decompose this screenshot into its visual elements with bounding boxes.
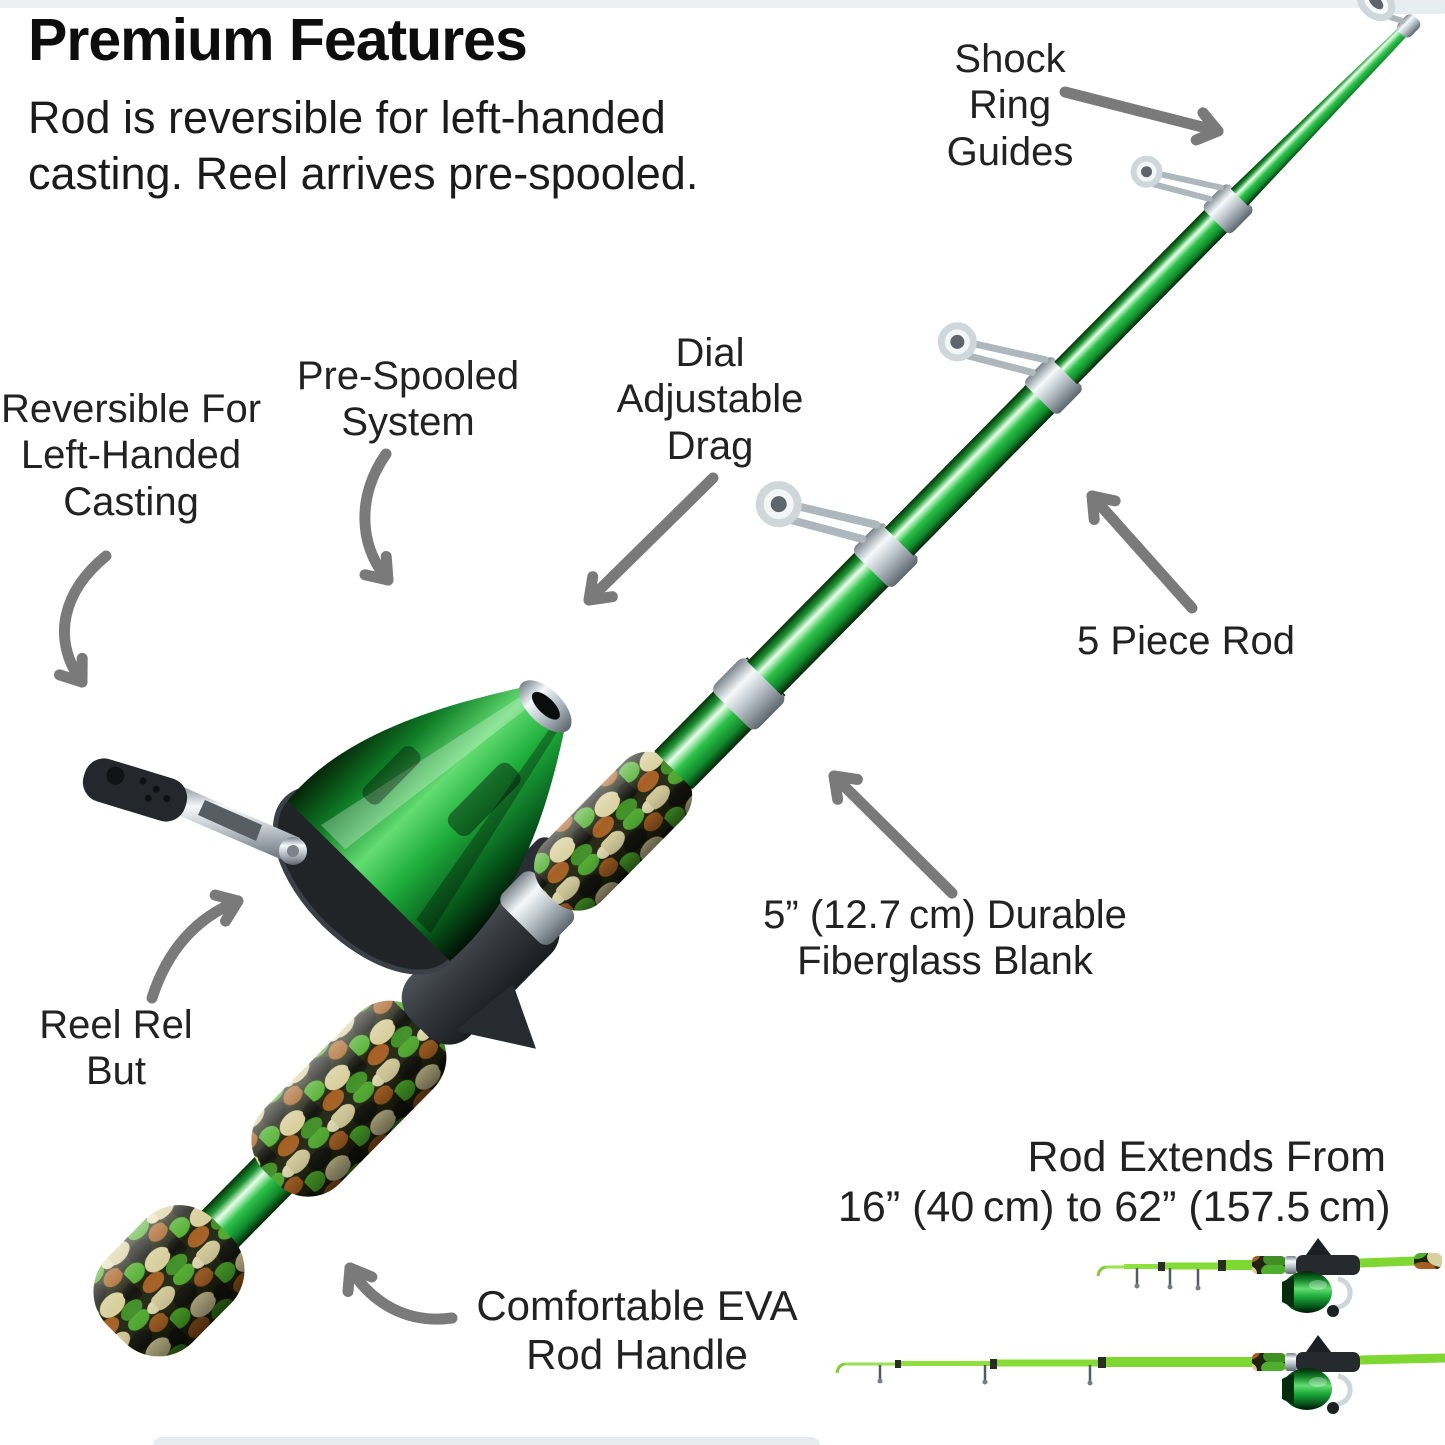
callout-arrows	[54, 86, 1224, 1325]
reel-crank-handle	[82, 758, 307, 865]
subtitle-line: casting. Reel arrives pre-spooled.	[28, 148, 699, 200]
telescoping-blank-sections	[654, 14, 1421, 789]
label-fiberglass-blank: 5” (12.7 cm) Durable Fiberglass Blank	[763, 893, 1127, 984]
tip-guide	[1356, 0, 1406, 24]
line-guide-3	[755, 481, 881, 544]
page-subtitle: Rod is reversible for left-handed castin…	[28, 90, 698, 203]
camo-butt-cap	[93, 1205, 245, 1357]
dial-drag-arrow	[583, 472, 719, 606]
label-eva-rod-handle: Comfortable EVA Rod Handle	[476, 1282, 798, 1378]
label-shock-ring-guides: Shock Ring Guides	[946, 37, 1074, 174]
subtitle-line: Rod is reversible for left-handed	[28, 92, 666, 143]
label-pre-spooled-system: Pre-Spooled System	[296, 354, 520, 445]
shock-ring-guides	[755, 0, 1406, 544]
ferrule-collar	[713, 658, 785, 730]
rod-collapsed-thumbnail	[1096, 1238, 1442, 1317]
fiberglass-arrow	[828, 770, 958, 899]
mini-guides	[1134, 1268, 1201, 1291]
line-guide-1	[1130, 155, 1224, 202]
mini-guides	[877, 1365, 1093, 1386]
label-dial-adjustable-drag: Dial Adjustable Drag	[616, 331, 804, 468]
label-reversible-casting: Reversible For Left-Handed Casting	[0, 387, 262, 524]
crank-knob	[82, 758, 188, 822]
pre-spooled-arrow	[359, 448, 394, 586]
label-reel-release-button-truncated: Reel Rel But	[39, 1003, 193, 1094]
fishing-rod-combo	[93, 0, 1421, 1357]
trigger-fin	[455, 983, 536, 1049]
reel-green-cone	[287, 687, 565, 961]
camo-rear-grip	[251, 1000, 447, 1197]
guide-collar-3	[854, 523, 918, 587]
reversible-arrow	[54, 550, 112, 688]
rod-extended-thumbnail	[835, 1335, 1445, 1414]
five-piece-arrow	[1086, 490, 1198, 614]
line-guide-2	[937, 322, 1049, 377]
guide-collar-2	[1025, 357, 1082, 414]
shock-ring-arrow	[1059, 86, 1224, 146]
spincast-reel	[272, 680, 572, 975]
silver-hood-collar	[500, 871, 575, 945]
label-five-piece-rod: 5 Piece Rod	[1077, 619, 1295, 663]
page-title: Premium Features	[28, 7, 528, 73]
eva-handle-arrow	[342, 1262, 458, 1325]
camo-foregrip	[534, 751, 693, 911]
label-rod-extends: Rod Extends From 16” (40 cm) to 62” (157…	[838, 1133, 1391, 1231]
reel-release-arrow	[146, 889, 244, 1004]
